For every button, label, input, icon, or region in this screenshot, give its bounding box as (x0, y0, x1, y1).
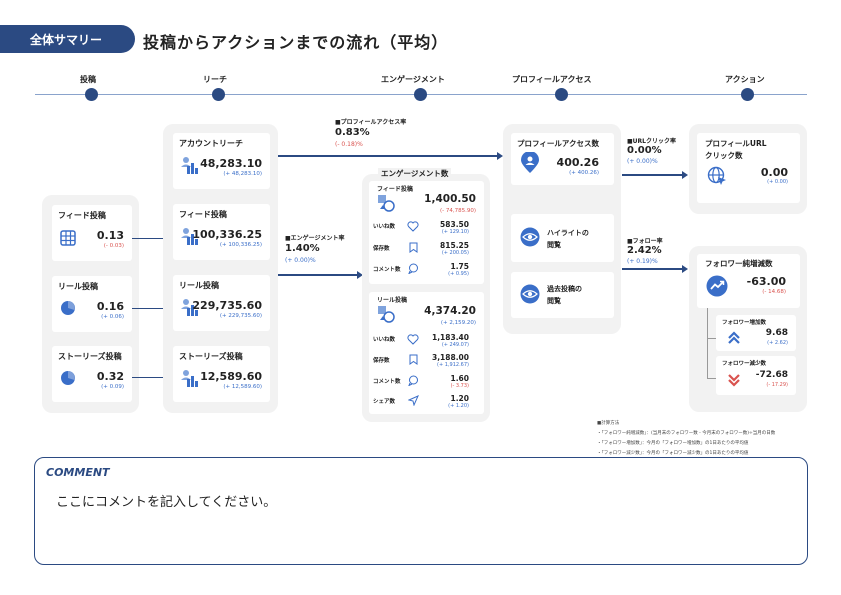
url-click-rate-change: (+ 0.00)% (627, 158, 658, 165)
badge-label: 全体サマリー (30, 33, 103, 47)
arrow-reach-to-profile (278, 152, 503, 160)
highlight-view-card: ハイライトの 閲覧 (511, 214, 614, 262)
stage-label-engagement: エンゲージメント (381, 75, 445, 84)
profile-access-rate-value: 0.83% (335, 127, 370, 138)
heart-icon (407, 334, 419, 345)
follower-net-card: フォロワー純増減数 -63.00 (- 14.68) (697, 254, 800, 308)
stage-label-profile: プロフィールアクセス (512, 75, 592, 84)
post-card-feed: フィード投稿 0.13 (- 0.03) (52, 205, 132, 261)
profile-access-card: プロフィールアクセス数 400.26 (+ 400.26) (511, 133, 614, 185)
user-chart-icon (181, 299, 198, 316)
reach-card-account: アカウントリーチ 48,283.10 (+ 48,283.10) (173, 133, 270, 189)
comment-icon (408, 375, 418, 386)
follow-rate-label: ■フォロー率 (627, 238, 663, 245)
follower-dec-card: フォロワー減少数 -72.68 (- 17.29) (716, 356, 796, 395)
calc-note: ・「フォロワー減少数」：今月の「フォロワー減少数」の1日あたりの平均値 (597, 451, 749, 456)
arrow-reach-to-engagement (278, 271, 363, 279)
engagement-rate-change: (+ 0.00)% (285, 257, 316, 264)
engagement-reel-card: リール投稿 4,374.20 (+ 2,159.20) いいね数 1,183.4… (369, 292, 484, 414)
stage-label-action: アクション (725, 75, 765, 84)
stage-dot (212, 88, 225, 101)
eye-icon (520, 227, 540, 247)
globe-cursor-icon (707, 166, 726, 185)
user-chart-icon (181, 370, 198, 387)
stage-dot (555, 88, 568, 101)
follow-rate-value: 2.42% (627, 245, 662, 256)
double-chevron-up-icon (728, 331, 740, 344)
comment-icon (408, 263, 418, 274)
follower-inc-card: フォロワー増加数 9.68 (+ 2.62) (716, 315, 796, 351)
url-click-rate-label: ■URLクリック率 (627, 138, 676, 145)
engagement-rate-value: 1.40% (285, 243, 320, 254)
bookmark-icon (409, 354, 418, 365)
past-post-view-card: 過去投稿の 閲覧 (511, 272, 614, 318)
reach-card-reel: リール投稿 229,735.60 (+ 229,735.60) (173, 275, 270, 331)
user-pin-icon (521, 152, 539, 173)
engagement-title: エンゲージメント数 (378, 168, 452, 179)
comment-body: ここにコメントを記入してください。 (56, 495, 277, 510)
arrow-profile-to-url (622, 171, 688, 179)
tree-connector (707, 338, 716, 339)
stage-dot (414, 88, 427, 101)
tree-connector (707, 378, 716, 379)
arrow-profile-to-follow (622, 265, 688, 273)
profile-access-rate-change: (- 0.18)% (335, 141, 363, 148)
bookmark-icon (409, 242, 418, 253)
profile-access-rate-label: ■プロフィールアクセス率 (335, 119, 407, 126)
reach-card-feed: フィード投稿 100,336.25 (+ 100,336.25) (173, 204, 270, 260)
user-chart-icon (181, 157, 198, 174)
tree-connector (707, 308, 708, 378)
share-icon (408, 395, 419, 406)
calc-note: ・「フォロワー純増減数」：(当月末のフォロワー数 - 今月末のフォロワー数)÷当… (597, 431, 776, 436)
reach-card-stories: ストーリーズ投稿 12,589.60 (+ 12,589.60) (173, 346, 270, 402)
grid-icon (60, 230, 76, 246)
reaction-icon (378, 306, 395, 323)
connector-line (132, 308, 176, 309)
trend-icon (706, 275, 728, 297)
pie-icon (61, 301, 75, 315)
stage-label-post: 投稿 (80, 75, 96, 84)
engagement-feed-card: フィード投稿 1,400.50 (- 74,785.90) いいね数 583.5… (369, 181, 484, 284)
connector-line (132, 238, 176, 239)
calc-note-title: ■計算方法 (597, 421, 620, 426)
eye-icon (520, 284, 540, 304)
summary-badge (0, 25, 135, 53)
page-title: 投稿からアクションまでの流れ（平均） (143, 33, 449, 52)
calc-note: ・「フォロワー増加数」：今月の「フォロワー増加数」の1日あたりの平均値 (597, 441, 749, 446)
stage-label-reach: リーチ (203, 75, 227, 84)
url-click-rate-value: 0.00% (627, 145, 662, 156)
stage-dot (85, 88, 98, 101)
heart-icon (407, 221, 419, 232)
comment-box[interactable] (34, 457, 808, 565)
engagement-rate-label: ■エンゲージメント率 (285, 235, 345, 242)
double-chevron-down-icon (728, 374, 740, 387)
post-card-stories: ストーリーズ投稿 0.32 (+ 0.09) (52, 346, 132, 402)
pie-icon (61, 371, 75, 385)
stage-dot (741, 88, 754, 101)
url-click-card: プロフィールURL クリック数 0.00 (+ 0.00) (697, 133, 800, 203)
reaction-icon (378, 195, 395, 212)
comment-title: COMMENT (46, 466, 110, 479)
user-chart-icon (181, 228, 198, 245)
post-card-reel: リール投稿 0.16 (+ 0.06) (52, 276, 132, 332)
follow-rate-change: (+ 0.19)% (627, 258, 658, 265)
